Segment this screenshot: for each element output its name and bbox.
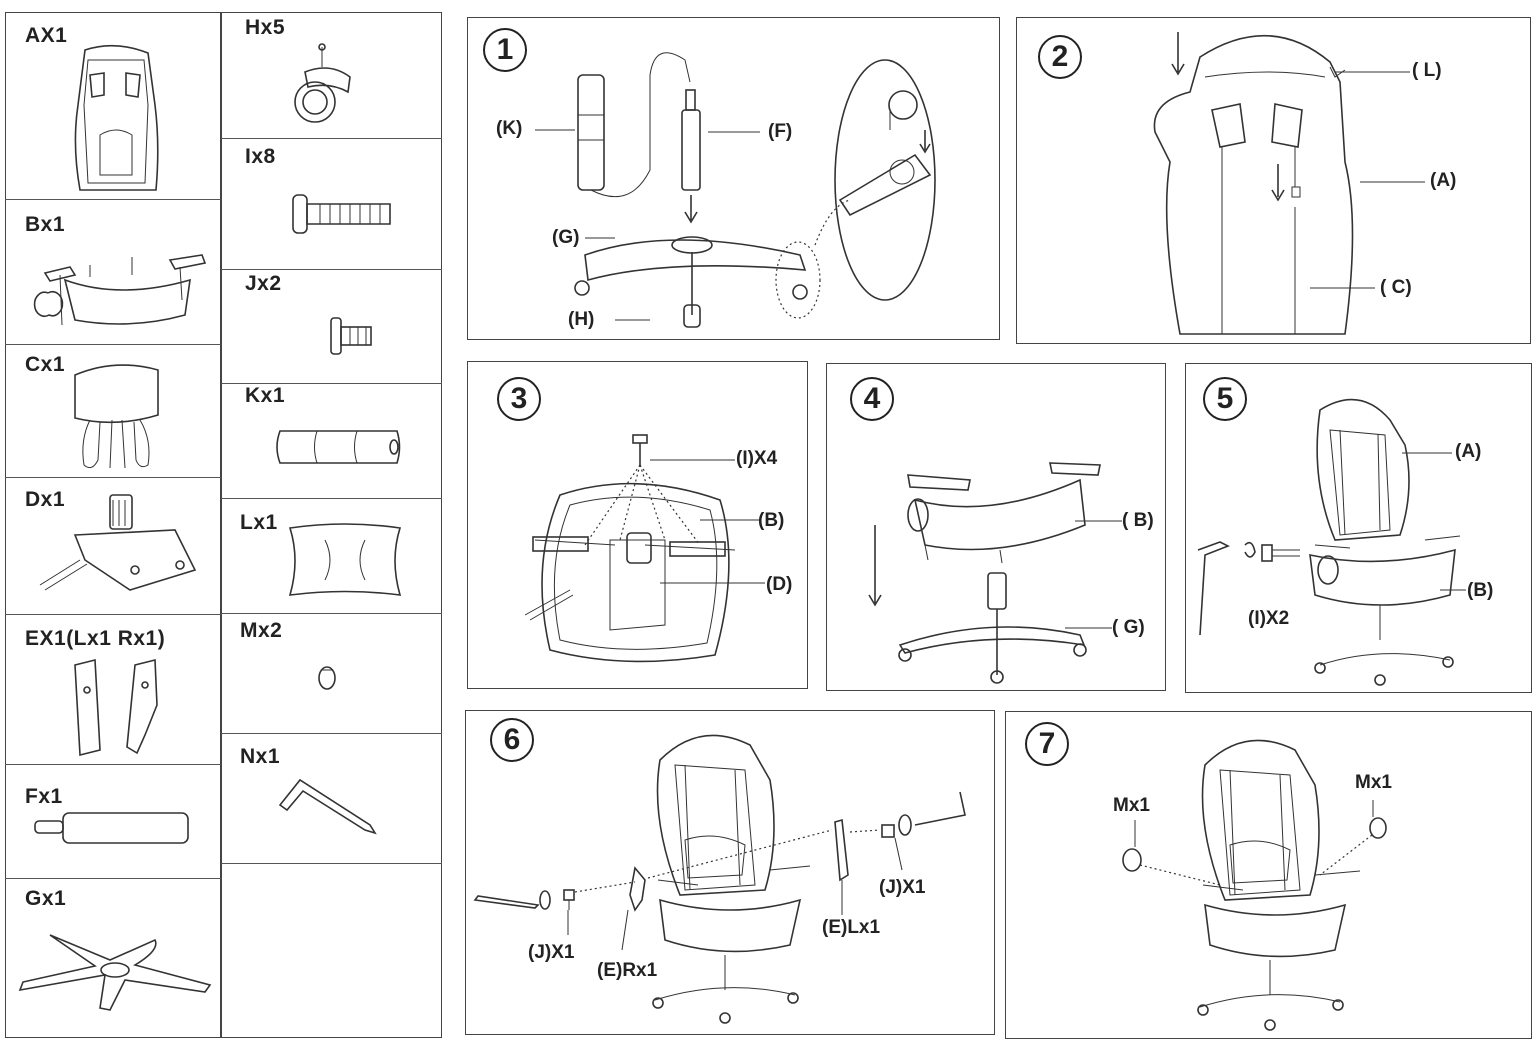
step-4-number: 4 bbox=[850, 377, 894, 421]
part-label-k: Kx1 bbox=[245, 384, 286, 407]
seat-illustration bbox=[33, 254, 207, 326]
step-1-label-k: (K) bbox=[496, 118, 523, 139]
part-cell-c bbox=[5, 345, 221, 478]
mechanism-illustration bbox=[39, 494, 197, 591]
part-cell-f bbox=[5, 765, 221, 879]
step-5-number: 5 bbox=[1203, 377, 1247, 421]
part-label-b: Bx1 bbox=[25, 213, 66, 236]
part-cell-b bbox=[5, 200, 221, 345]
long-screw-illustration bbox=[292, 194, 391, 234]
part-label-h: Hx5 bbox=[245, 16, 286, 39]
part-cell-h bbox=[221, 12, 442, 139]
part-label-f: Fx1 bbox=[25, 785, 63, 808]
part-label-e: EX1(Lx1 Rx1) bbox=[25, 627, 166, 650]
part-label-a: AX1 bbox=[25, 24, 68, 47]
step-6-label-e-lx: (E)Lx1 bbox=[822, 917, 881, 938]
part-label-i: Ix8 bbox=[245, 145, 276, 168]
parts-list-divider bbox=[220, 12, 222, 1038]
step-2-label-c: ( C) bbox=[1380, 277, 1412, 298]
short-screw-illustration bbox=[330, 317, 372, 355]
step-2-label-l: ( L) bbox=[1412, 60, 1442, 81]
step-7-illustration bbox=[1122, 739, 1387, 1031]
headrest-illustration bbox=[74, 364, 159, 469]
part-label-j: Jx2 bbox=[245, 272, 282, 295]
step-7-label-m-left: Mx1 bbox=[1113, 795, 1150, 816]
base-cover-illustration bbox=[276, 430, 401, 464]
step-5-illustration bbox=[1197, 398, 1466, 686]
step-4-panel bbox=[826, 363, 1166, 691]
part-label-c: Cx1 bbox=[25, 353, 66, 376]
part-cell-e bbox=[5, 615, 221, 765]
part-cell-m bbox=[221, 614, 442, 734]
step-4-illustration bbox=[868, 462, 1122, 684]
step-4-label-b: ( B) bbox=[1122, 510, 1154, 531]
cap-illustration bbox=[318, 666, 336, 690]
base-illustration bbox=[18, 934, 212, 1011]
part-cell-j bbox=[221, 270, 442, 384]
step-2-label-a: (A) bbox=[1430, 170, 1457, 191]
allen-key-illustration bbox=[278, 778, 377, 835]
step-6-label-e-rx: (E)Rx1 bbox=[597, 960, 658, 981]
parts-list bbox=[5, 12, 442, 1038]
part-label-n: Nx1 bbox=[240, 745, 281, 768]
step-2-number: 2 bbox=[1038, 35, 1082, 79]
backrest-illustration bbox=[74, 44, 159, 191]
step-5-panel bbox=[1185, 363, 1532, 693]
step-7-label-m-right: Mx1 bbox=[1355, 772, 1392, 793]
part-label-g: Gx1 bbox=[25, 887, 67, 910]
lumbar-pillow-illustration bbox=[288, 523, 402, 596]
step-7-number: 7 bbox=[1025, 722, 1069, 766]
step-1-panel bbox=[467, 17, 1000, 340]
step-1-number: 1 bbox=[483, 28, 527, 72]
step-6-illustration bbox=[473, 734, 966, 1024]
part-cell-k bbox=[221, 384, 442, 499]
step-6-panel bbox=[465, 710, 995, 1035]
step-5-label-i: (I)X2 bbox=[1248, 608, 1290, 629]
gas-lift-illustration bbox=[34, 812, 189, 844]
step-3-label-i: (I)X4 bbox=[736, 448, 778, 469]
step-2-illustration bbox=[1153, 32, 1425, 335]
step-6-number: 6 bbox=[490, 718, 534, 762]
step-4-label-g: ( G) bbox=[1112, 617, 1145, 638]
step-6-label-j-right: (J)X1 bbox=[528, 942, 575, 963]
step-5-label-b: (B) bbox=[1467, 580, 1494, 601]
part-label-d: Dx1 bbox=[25, 488, 66, 511]
step-6-label-j-left: (J)X1 bbox=[879, 877, 926, 898]
step-1-label-f: (F) bbox=[768, 121, 793, 142]
step-1-illustration bbox=[535, 52, 936, 328]
step-7-panel bbox=[1005, 711, 1532, 1039]
step-5-label-a: (A) bbox=[1455, 441, 1482, 462]
part-cell-i bbox=[221, 139, 442, 270]
step-1-label-h: (H) bbox=[568, 309, 595, 330]
step-1-label-g: (G) bbox=[552, 227, 580, 248]
part-cell-a bbox=[5, 12, 221, 200]
part-label-l: Lx1 bbox=[240, 511, 278, 534]
caster-illustration bbox=[294, 43, 351, 123]
armrest-brackets-illustration bbox=[74, 658, 158, 757]
part-cell-d bbox=[5, 478, 221, 615]
step-3-illustration bbox=[524, 434, 765, 663]
step-3-number: 3 bbox=[497, 377, 541, 421]
step-3-panel bbox=[467, 361, 808, 689]
part-label-m: Mx2 bbox=[240, 619, 283, 642]
step-2-panel bbox=[1016, 17, 1531, 344]
part-cell-n bbox=[221, 734, 442, 864]
step-3-label-d: (D) bbox=[766, 574, 793, 595]
step-3-label-b: (B) bbox=[758, 510, 785, 531]
part-cell-l bbox=[221, 499, 442, 614]
